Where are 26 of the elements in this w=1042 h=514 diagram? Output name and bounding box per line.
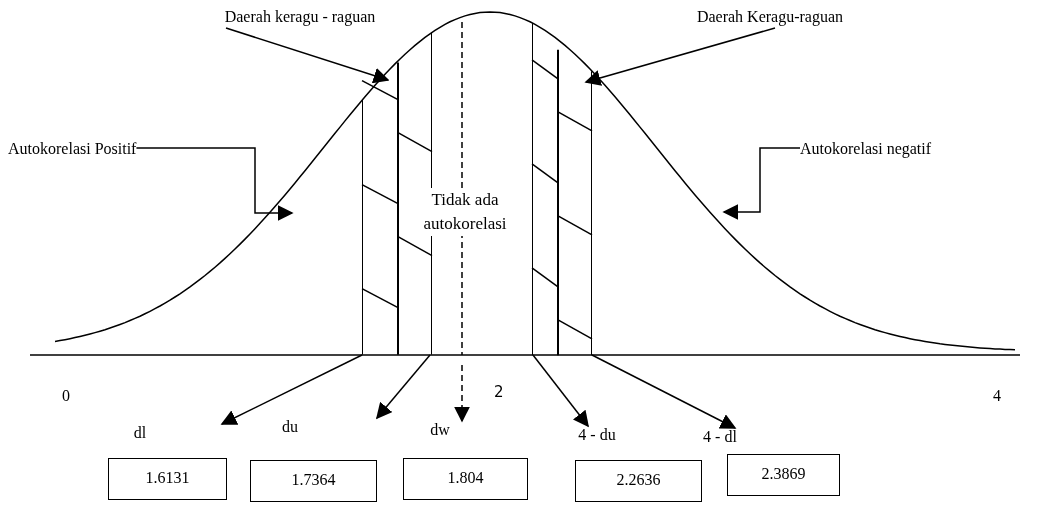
arrow bbox=[591, 354, 737, 429]
value-box: 2.3869 bbox=[727, 454, 840, 496]
symbol-label: 4 - dl bbox=[702, 428, 738, 446]
arrow bbox=[220, 354, 363, 425]
symbol-label: dl bbox=[132, 424, 148, 442]
callout-label: Autokorelasi Positif bbox=[8, 138, 137, 160]
value-box: 1.804 bbox=[403, 458, 528, 500]
leader-arrow bbox=[584, 27, 776, 86]
axis-label: 2 bbox=[494, 383, 504, 401]
arrow bbox=[454, 364, 470, 423]
symbol-label: dw bbox=[429, 421, 451, 439]
symbol-label: 4 - du bbox=[577, 426, 617, 444]
value-box: 1.6131 bbox=[108, 458, 227, 500]
arrow bbox=[532, 354, 589, 428]
callout-label: Daerah Keragu-raguan bbox=[685, 6, 855, 28]
symbol-label: du bbox=[281, 418, 299, 436]
callout-label: Daerah keragu - raguan bbox=[215, 6, 385, 28]
leader-arrow bbox=[135, 147, 294, 221]
leader-arrow bbox=[225, 27, 390, 84]
callout-label: Autokorelasi negatif bbox=[800, 138, 932, 160]
arrow bbox=[375, 354, 431, 420]
value-box: 1.7364 bbox=[250, 460, 377, 502]
leader-arrow bbox=[722, 147, 801, 220]
value-box: 2.2636 bbox=[575, 460, 702, 502]
axis-label: 0 bbox=[62, 387, 70, 405]
axis-label: 4 bbox=[993, 387, 1001, 405]
